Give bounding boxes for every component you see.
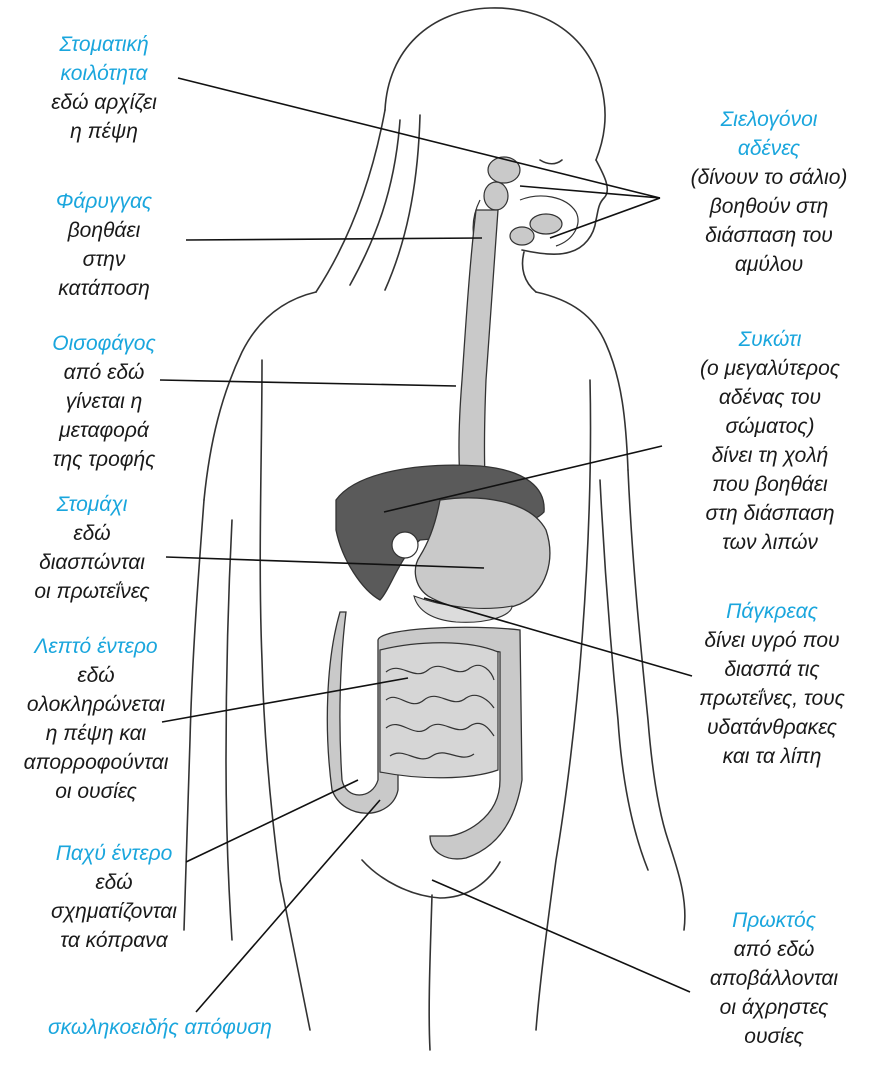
label-anus: Πρωκτός από εδώ αποβάλλονται οι άχρηστες…	[684, 906, 864, 1051]
label-large-intestine-desc: εδώ σχηματίζονται τα κόπρανα	[30, 868, 198, 955]
label-liver: Συκώτι (ο μεγαλύτερος αδένας του σώματος…	[666, 325, 874, 557]
label-small-intestine: Λεπτό έντερο εδώ ολοκληρώνεται η πέψη κα…	[6, 632, 186, 806]
leader-small-intestine	[162, 678, 408, 722]
label-anus-term: Πρωκτός	[684, 906, 864, 935]
label-stomach-term: Στομάχι	[8, 490, 176, 519]
label-large-intestine-term: Παχύ έντερο	[30, 839, 198, 868]
label-pharynx-desc: βοηθάει στην κατάποση	[30, 216, 178, 303]
label-anus-desc: από εδώ αποβάλλονται οι άχρηστες ουσίες	[684, 935, 864, 1051]
label-esophagus: Οισοφάγος από εδώ γίνεται η μεταφορά της…	[30, 329, 178, 474]
label-salivary-term: Σιελογόνοι αδένες	[664, 105, 874, 163]
label-pancreas-term: Πάγκρεας	[668, 597, 876, 626]
neck	[523, 252, 537, 292]
pelvis-curve	[362, 860, 500, 898]
leader-mouth	[178, 78, 660, 198]
label-pharynx-term: Φάρυγγας	[30, 187, 178, 216]
label-mouth-term: Στοματική κοιλότητα	[20, 30, 188, 88]
esophagus	[459, 210, 498, 498]
label-pancreas: Πάγκρεας δίνει υγρό που διασπά τις πρωτε…	[668, 597, 876, 771]
label-esophagus-term: Οισοφάγος	[30, 329, 178, 358]
leader-appendix	[196, 800, 380, 1012]
hair-left	[316, 110, 385, 292]
gallbladder	[392, 532, 418, 558]
label-salivary-desc: (δίνουν το σάλιο) βοηθούν στη διάσπαση τ…	[664, 163, 874, 279]
label-small-intestine-desc: εδώ ολοκληρώνεται η πέψη και απορροφούντ…	[6, 661, 186, 806]
label-mouth-desc: εδώ αρχίζει η πέψη	[20, 88, 188, 146]
label-large-intestine: Παχύ έντερο εδώ σχηματίζονται τα κόπρανα	[30, 839, 198, 955]
leader-esophagus	[160, 380, 456, 386]
leader-large-intestine	[186, 780, 358, 862]
label-pancreas-desc: δίνει υγρό που διασπά τις πρωτεΐνες, του…	[668, 626, 876, 771]
label-appendix-term: σκωληκοειδής απόφυση	[48, 1013, 272, 1042]
label-stomach-desc: εδώ διασπώνται οι πρωτεΐνες	[8, 519, 176, 606]
label-liver-desc: (ο μεγαλύτερος αδένας του σώματος) δίνει…	[666, 354, 874, 557]
label-esophagus-desc: από εδώ γίνεται η μεταφορά της τροφής	[30, 358, 178, 474]
leader-anus	[432, 880, 690, 992]
closed-eye	[540, 160, 562, 164]
label-small-intestine-term: Λεπτό έντερο	[6, 632, 186, 661]
leader-salivary-b	[550, 198, 660, 238]
leader-pharynx	[186, 238, 482, 240]
label-stomach: Στομάχι εδώ διασπώνται οι πρωτεΐνες	[8, 490, 176, 606]
label-appendix: σκωληκοειδής απόφυση	[48, 1013, 272, 1042]
label-mouth: Στοματική κοιλότητα εδώ αρχίζει η πέψη	[20, 30, 188, 146]
shoulder-left	[204, 292, 316, 500]
label-salivary: Σιελογόνοι αδένες (δίνουν το σάλιο) βοηθ…	[664, 105, 874, 279]
shoulder-right	[536, 292, 628, 470]
small-intestine	[380, 643, 498, 778]
label-pharynx: Φάρυγγας βοηθάει στην κατάποση	[30, 187, 178, 303]
torso-right	[536, 380, 591, 1030]
label-liver-term: Συκώτι	[666, 325, 874, 354]
